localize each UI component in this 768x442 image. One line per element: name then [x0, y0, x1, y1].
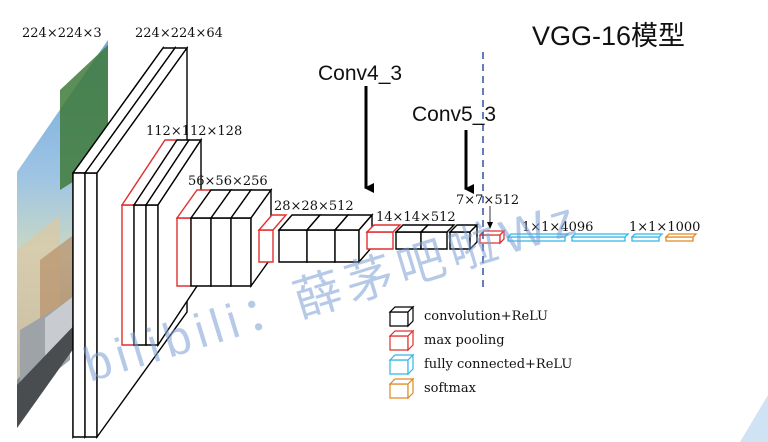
stage6-pool-side: [499, 229, 505, 245]
stage4-conv-1: [278, 229, 308, 263]
diagram-title: VGG-16模型: [532, 21, 685, 51]
stage3-conv-1: [190, 217, 212, 287]
fc2-top: [570, 233, 630, 238]
fc3-top: [630, 233, 664, 238]
stage5-conv-2-top: [419, 224, 456, 233]
stage5-side: [469, 223, 478, 251]
stage3-blocks: [175, 187, 273, 289]
stage5-pool-top: [365, 224, 402, 233]
stage6-block: [478, 229, 506, 245]
softmax-top: [664, 233, 698, 238]
legend-label-fc: fully connected+ReLU: [424, 357, 572, 372]
stage2-dim-label: 112×112×128: [146, 124, 242, 139]
corner-decoration: [740, 395, 768, 442]
stage2-blocks: [120, 137, 203, 348]
pool6-arrowhead: [487, 222, 493, 229]
fc-blocks: [506, 233, 698, 242]
stage1-block-a: [72, 172, 86, 438]
fc1-dim-label: 1×1×4096: [522, 220, 593, 235]
stage4-dim-label: 28×28×512: [274, 199, 354, 214]
legend-swatch-softmax: [389, 383, 409, 399]
conv5-label: Conv5_3: [412, 103, 496, 126]
stage4-pool-top: [257, 214, 288, 231]
stage3-pool: [176, 217, 192, 287]
stage5-blocks: [365, 223, 479, 251]
stage4-conv-2: [306, 229, 336, 263]
legend-label-softmax: softmax: [424, 381, 477, 396]
legend-label-pool: max pooling: [424, 333, 505, 348]
legend-item-pool: max pooling: [388, 329, 505, 352]
legend-swatch-pool: [389, 335, 409, 351]
legend-item-softmax: softmax: [388, 377, 477, 400]
legend-item-conv: convolution+ReLU: [388, 305, 548, 328]
legend: convolution+ReLU max pooling fully conne…: [388, 305, 572, 400]
legend-swatch-fc: [389, 359, 409, 375]
legend-label-conv: convolution+ReLU: [424, 309, 548, 324]
conv4-label: Conv4_3: [318, 62, 402, 85]
stage3-conv-2: [210, 217, 232, 287]
stage3-conv-3: [230, 217, 252, 287]
legend-swatch-conv: [389, 311, 409, 327]
input-dim-label: 224×224×3: [22, 26, 102, 41]
stage3-dim-label: 56×56×256: [188, 174, 268, 189]
stage1-dim-label: 224×224×64: [135, 26, 223, 41]
stage1-block-b: [84, 172, 98, 438]
stage4-pool: [258, 229, 274, 263]
stage4-blocks: [257, 213, 374, 264]
fc1-top: [506, 233, 570, 238]
stage5-dim-label: 14×14×512: [376, 210, 456, 225]
stage6-dim-label: 7×7×512: [456, 193, 519, 208]
legend-item-fc: fully connected+ReLU: [388, 353, 572, 376]
stage2-pool: [121, 204, 135, 346]
fc3-dim-label: 1×1×1000: [629, 220, 700, 235]
